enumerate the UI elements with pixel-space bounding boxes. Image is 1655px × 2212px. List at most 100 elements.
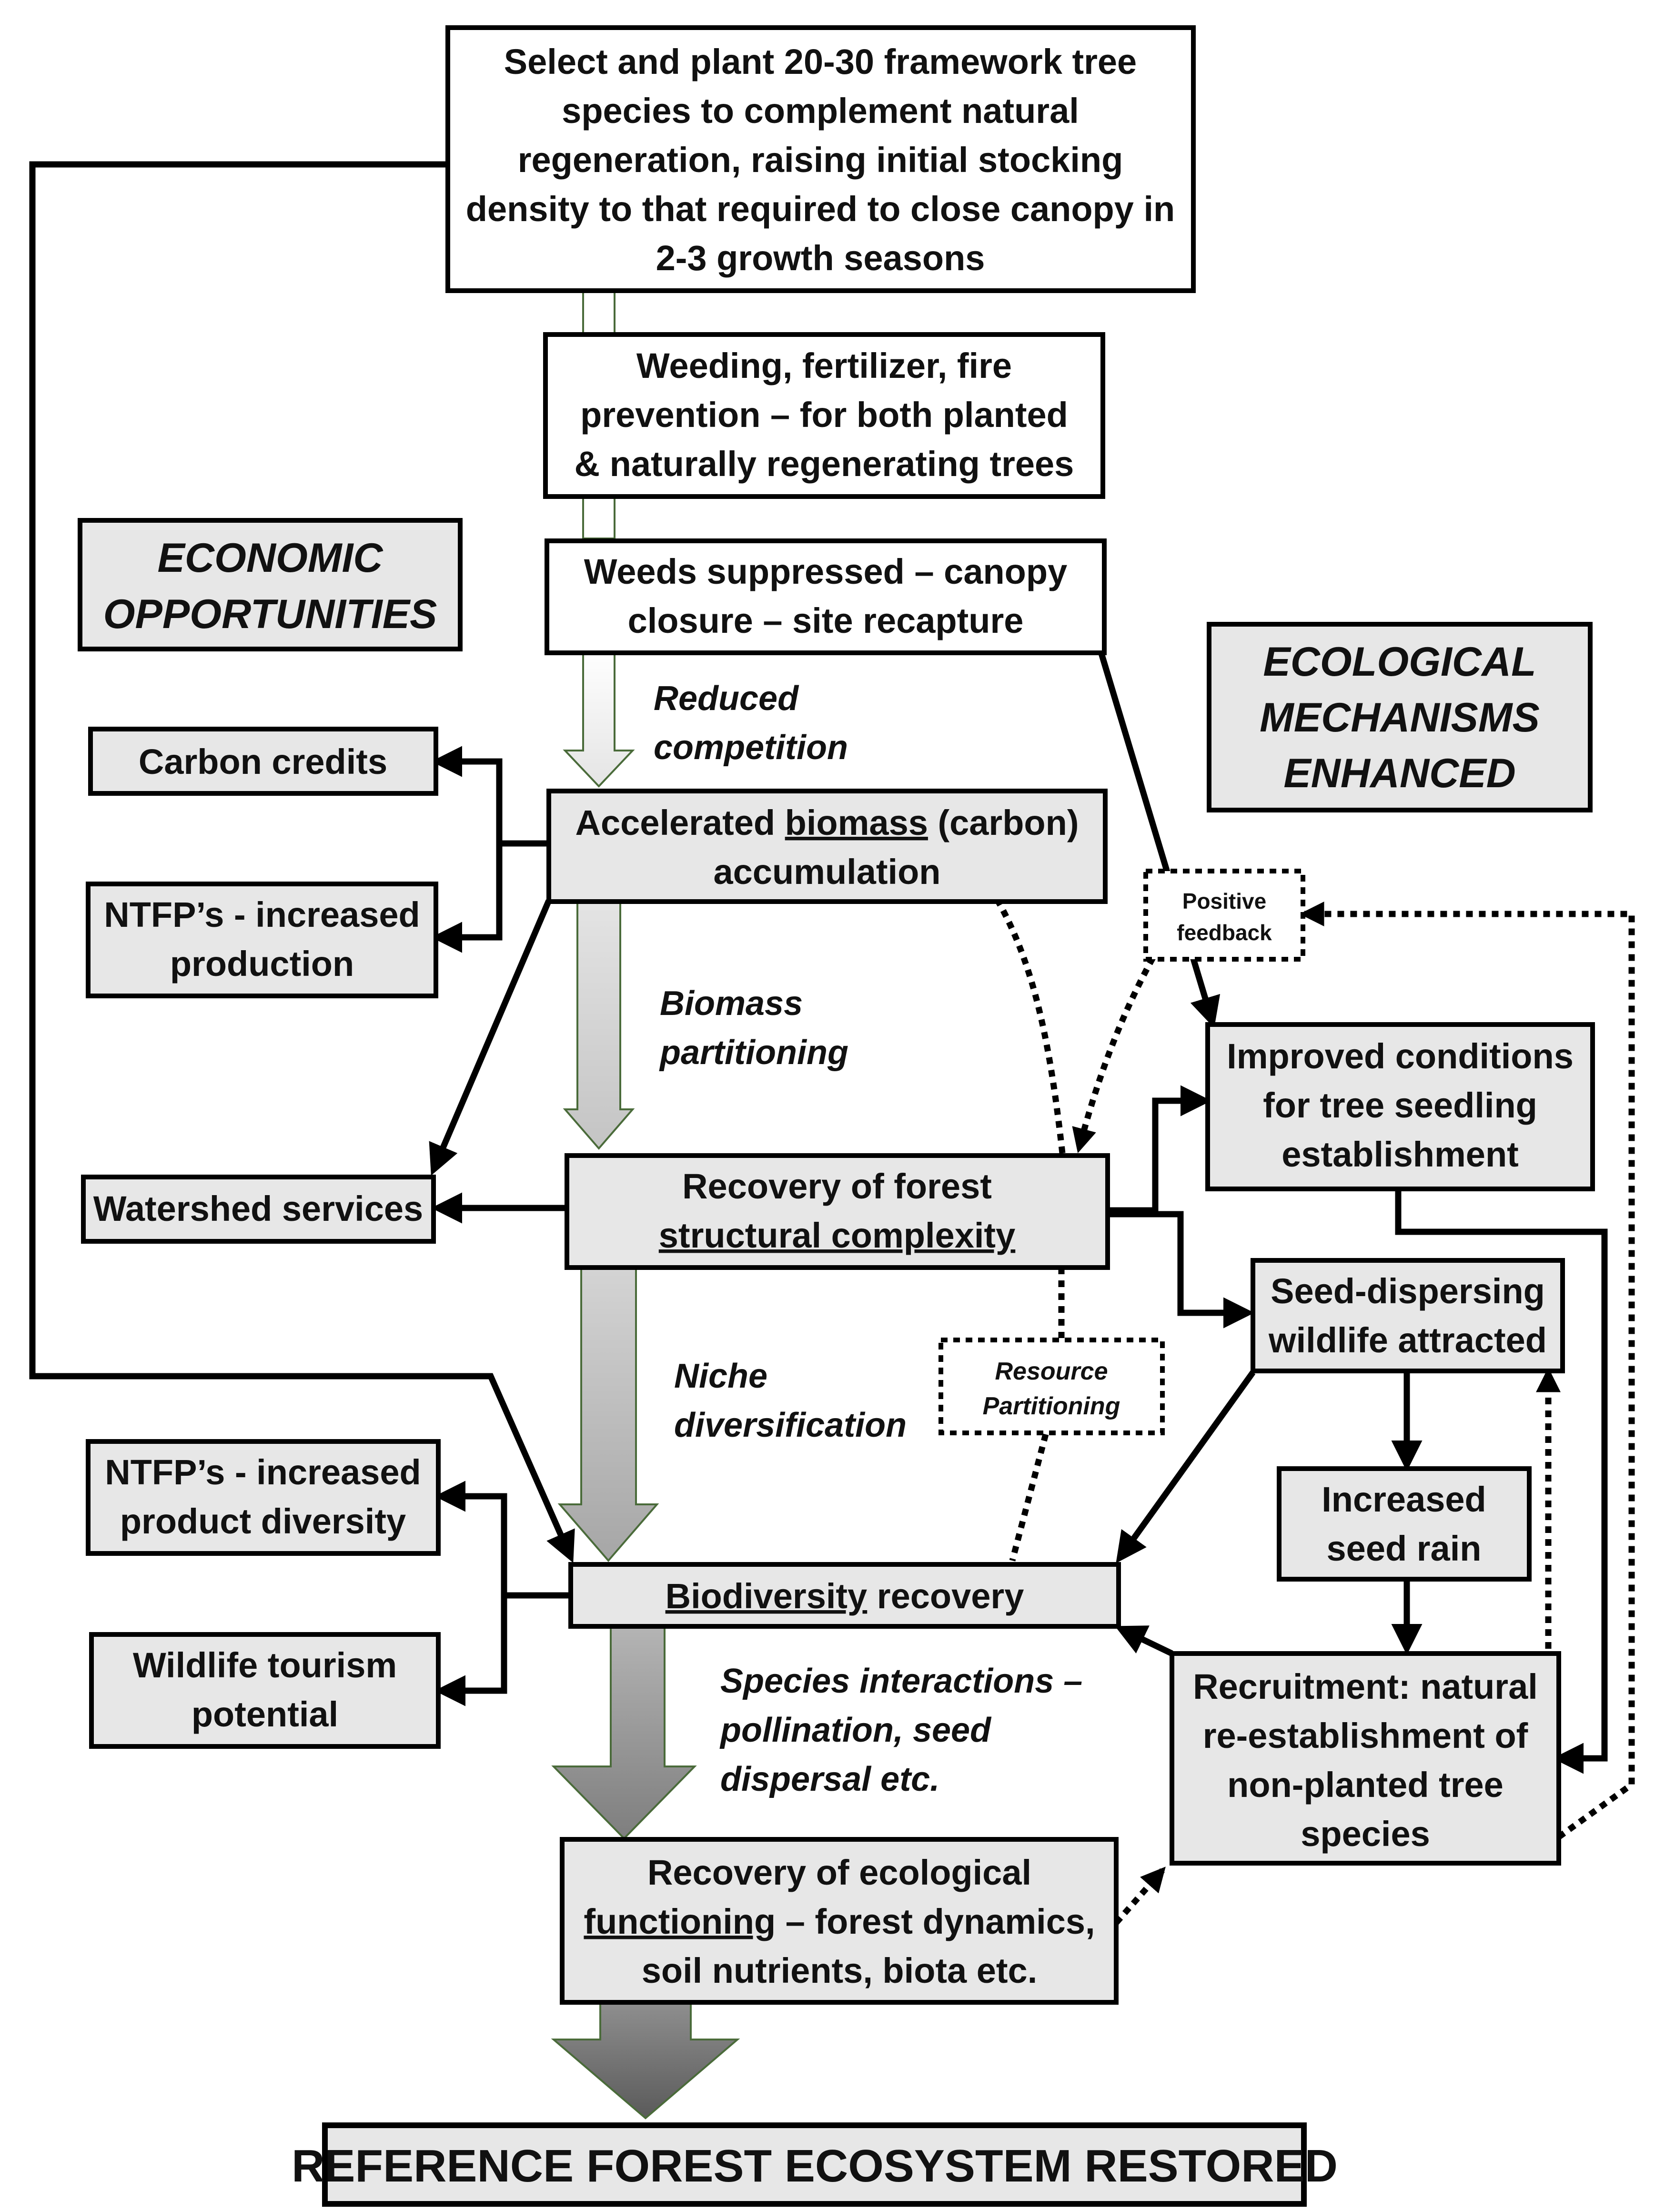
flow-arrow-niche-diversification bbox=[557, 1267, 659, 1563]
svg-text:feedback: feedback bbox=[1177, 920, 1272, 945]
svg-text:wildlife attracted: wildlife attracted bbox=[1268, 1320, 1547, 1360]
svg-text:& naturally regenerating trees: & naturally regenerating trees bbox=[575, 444, 1074, 484]
dotted-resource-to-biodiversity bbox=[1009, 1433, 1049, 1562]
svg-text:NTFP’s - increased: NTFP’s - increased bbox=[105, 1452, 421, 1492]
dotted-structural-to-biomass bbox=[979, 870, 1066, 1154]
box-ecological-functioning: Recovery of ecological functioning – for… bbox=[560, 1837, 1119, 2005]
svg-text:Weeds suppressed – canopy: Weeds suppressed – canopy bbox=[584, 552, 1067, 591]
ecological-mechanisms-header: ECOLOGICAL MECHANISMS ENHANCED bbox=[1207, 622, 1593, 812]
connector-weeds-to-improved bbox=[1097, 649, 1221, 1028]
ecological-header-line-2: MECHANISMS bbox=[1260, 695, 1540, 741]
svg-text:functioning – forest dynamics,: functioning – forest dynamics, bbox=[584, 1902, 1095, 1941]
svg-text:seed rain: seed rain bbox=[1327, 1529, 1482, 1568]
svg-text:Improved conditions: Improved conditions bbox=[1227, 1036, 1574, 1076]
svg-text:species to complement natural: species to complement natural bbox=[562, 91, 1079, 131]
flow-shaft-weeding bbox=[582, 495, 616, 539]
central-flow-arrows bbox=[551, 291, 740, 2120]
flow-arrow-biomass-partitioning bbox=[563, 900, 635, 1150]
connector-biodiversity-to-ntfp-diversity bbox=[434, 1481, 571, 1599]
svg-text:Weeding, fertilizer, fire: Weeding, fertilizer, fire bbox=[636, 346, 1012, 386]
box-resource-partitioning: Resource Partitioning bbox=[939, 1338, 1165, 1435]
svg-text:Partitioning: Partitioning bbox=[983, 1392, 1120, 1420]
svg-text:diversification: diversification bbox=[674, 1406, 907, 1444]
svg-text:soil nutrients, biota etc.: soil nutrients, biota etc. bbox=[642, 1951, 1038, 1990]
biomass-underlined: biomass bbox=[785, 803, 928, 842]
svg-text:regeneration, raising initial: regeneration, raising initial stocking bbox=[518, 140, 1123, 180]
box-improved-conditions: Improved conditions for tree seedling es… bbox=[1205, 1022, 1595, 1191]
box-select-plant: Select and plant 20-30 framework tree sp… bbox=[445, 25, 1196, 293]
box-recruitment: Recruitment: natural re-establishment of… bbox=[1170, 1651, 1561, 1866]
svg-text:re-establishment of: re-establishment of bbox=[1203, 1716, 1528, 1755]
feedback-lines bbox=[979, 870, 1635, 1925]
connector-structural-to-improved bbox=[1108, 1085, 1211, 1214]
svg-text:production: production bbox=[170, 944, 354, 984]
connector-biomass-to-carbon bbox=[431, 746, 549, 847]
box-wildlife-tourism: Wildlife tourism potential bbox=[89, 1632, 441, 1749]
svg-text:product diversity: product diversity bbox=[120, 1502, 406, 1541]
svg-text:Carbon credits: Carbon credits bbox=[139, 742, 387, 781]
label-biomass-partitioning: Biomass partitioning bbox=[659, 984, 848, 1072]
box-watershed-services: Watershed services bbox=[81, 1175, 436, 1244]
connector-recruitment-to-biodiversity bbox=[1115, 1625, 1173, 1656]
svg-text:Select and plant 20-30 framewo: Select and plant 20-30 framework tree bbox=[504, 42, 1137, 81]
svg-text:pollination, seed: pollination, seed bbox=[719, 1711, 992, 1749]
box-weeds-suppressed: Weeds suppressed – canopy closure – site… bbox=[545, 538, 1107, 655]
label-niche-diversification: Niche diversification bbox=[674, 1357, 907, 1444]
dotted-feedback-to-structural bbox=[1072, 956, 1156, 1154]
svg-text:establishment: establishment bbox=[1282, 1135, 1519, 1174]
svg-text:dispersal etc.: dispersal etc. bbox=[720, 1760, 939, 1798]
connector-biomass-to-watershed bbox=[429, 899, 552, 1176]
connector-improved-to-recruitment bbox=[1395, 1191, 1608, 1774]
flow-arrow-reduced-competition bbox=[563, 649, 635, 788]
label-reduced-competition: Reduced competition bbox=[654, 680, 848, 767]
svg-text:accumulation: accumulation bbox=[714, 852, 941, 892]
svg-text:REFERENCE FOREST ECOSYSTEM RES: REFERENCE FOREST ECOSYSTEM RESTORED bbox=[292, 2141, 1338, 2192]
box-seed-dispersing-wildlife: Seed-dispersing wildlife attracted bbox=[1251, 1258, 1565, 1373]
svg-text:Biodiversity recovery: Biodiversity recovery bbox=[666, 1576, 1024, 1616]
box-structural-complexity: Recovery of forest structural complexity bbox=[565, 1153, 1110, 1270]
svg-text:Biomass: Biomass bbox=[660, 984, 803, 1023]
connector-structural-to-seed-dispersing bbox=[1108, 1211, 1254, 1329]
dotted-recruitment-to-feedback bbox=[1299, 902, 1635, 1840]
svg-text:Recruitment: natural: Recruitment: natural bbox=[1193, 1667, 1538, 1706]
svg-text:Positive: Positive bbox=[1182, 889, 1266, 913]
svg-text:Species interactions –: Species interactions – bbox=[720, 1662, 1082, 1700]
svg-text:closure – site recapture: closure – site recapture bbox=[628, 601, 1024, 640]
connector-seed-dispersing-to-biodiversity bbox=[1116, 1370, 1256, 1563]
economic-header-line-1: ECONOMIC bbox=[158, 535, 384, 581]
svg-text:competition: competition bbox=[654, 729, 848, 767]
flow-arrow-final bbox=[551, 2003, 740, 2120]
flow-shaft-top bbox=[582, 291, 616, 335]
svg-text:Accelerated biomass (carbon): Accelerated biomass (carbon) bbox=[575, 803, 1079, 842]
svg-text:Seed-dispersing: Seed-dispersing bbox=[1271, 1271, 1545, 1311]
ecological-header-line-1: ECOLOGICAL bbox=[1263, 639, 1536, 685]
svg-text:Watershed services: Watershed services bbox=[93, 1189, 423, 1228]
flow-arrow-species-interactions bbox=[551, 1626, 697, 1840]
svg-text:for tree seedling: for tree seedling bbox=[1263, 1086, 1537, 1125]
svg-text:Recovery of ecological: Recovery of ecological bbox=[647, 1853, 1031, 1892]
box-carbon-credits: Carbon credits bbox=[88, 727, 438, 796]
svg-text:Wildlife tourism: Wildlife tourism bbox=[133, 1645, 397, 1685]
svg-text:non-planted tree: non-planted tree bbox=[1227, 1765, 1504, 1805]
box-biodiversity-recovery: Biodiversity recovery bbox=[568, 1562, 1121, 1629]
ecological-header-line-3: ENHANCED bbox=[1283, 751, 1515, 796]
svg-text:Recovery of forest: Recovery of forest bbox=[682, 1167, 992, 1206]
svg-text:potential: potential bbox=[192, 1695, 338, 1734]
svg-text:2-3 growth seasons: 2-3 growth seasons bbox=[656, 238, 985, 278]
economic-header-line-2: OPPORTUNITIES bbox=[103, 591, 437, 637]
svg-text:density to that required to cl: density to that required to close canopy… bbox=[466, 189, 1175, 229]
connector-biodiversity-to-wildlife-tourism bbox=[434, 1595, 507, 1706]
svg-text:structural complexity: structural complexity bbox=[659, 1216, 1015, 1255]
box-reference-forest-restored: REFERENCE FOREST ECOSYSTEM RESTORED bbox=[292, 2122, 1338, 2207]
connector-biomass-to-ntfp bbox=[431, 843, 503, 953]
svg-text:partitioning: partitioning bbox=[659, 1034, 848, 1072]
svg-text:prevention – for both planted: prevention – for both planted bbox=[580, 395, 1068, 435]
svg-text:Reduced: Reduced bbox=[654, 680, 799, 718]
svg-text:Increased: Increased bbox=[1322, 1480, 1486, 1519]
label-species-interactions: Species interactions – pollination, seed… bbox=[719, 1662, 1082, 1798]
box-ntfp-production: NTFP’s - increased production bbox=[86, 882, 438, 998]
svg-text:species: species bbox=[1301, 1814, 1430, 1854]
dotted-ecological-to-recruitment bbox=[1114, 1867, 1166, 1925]
